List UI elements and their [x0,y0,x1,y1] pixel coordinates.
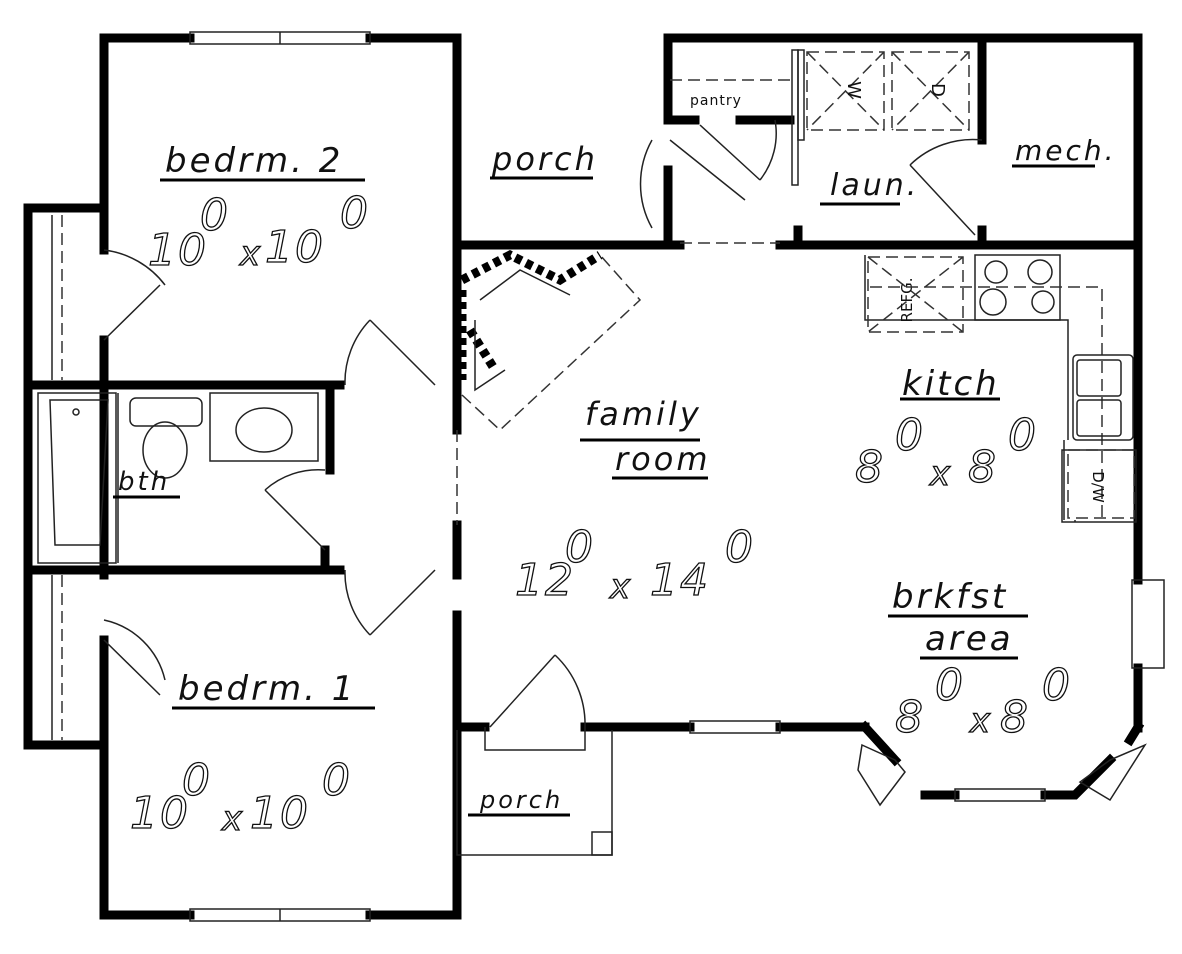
room-label: bth [118,467,170,497]
room-porch-top: porch [490,140,598,180]
porch-bottom-outline [456,730,613,856]
dim-a: 8 [855,442,885,493]
washer-dryer: W D [806,51,970,131]
room-label: bedrm. 2 [165,141,343,181]
dim-a: 12 [515,555,575,606]
room-kitchen: kitch 8 0 x 8 0 [854,364,1038,495]
room-label-line2: area [925,619,1014,659]
room-family: family room 12 0 x 14 0 [514,395,755,608]
dim-x: x [969,701,992,741]
room-label: bedrm. 1 [178,669,356,709]
dim-a: 10 [130,788,190,839]
dim-b: 10 [250,788,310,839]
room-breakfast-area: brkfst area 8 0 x 8 0 [888,577,1072,744]
kitchen-fixtures: REFG. D/W [864,254,1137,523]
walls [23,33,1145,920]
dryer-label: D [927,83,948,97]
dim-x: x [221,799,244,839]
dim-a: 10 [148,225,208,276]
windows [51,31,1165,922]
room-label: mech. [1015,134,1117,167]
dim-a-sup: 0 [565,522,595,573]
bath-fixtures [37,392,319,564]
fridge-label: REFG. [898,278,916,323]
dim-x: x [239,234,262,274]
dim-a-sup: 0 [200,190,230,241]
dim-a-sup: 0 [895,410,925,461]
dim-b: 8 [968,442,998,493]
room-bedroom-1: bedrm. 1 10 0 x 10 0 [129,669,375,840]
dim-b-sup: 0 [1042,660,1072,711]
dim-a-sup: 0 [182,755,212,806]
room-mech: mech. [1012,134,1117,168]
room-label: porch [479,786,563,814]
dim-b: 14 [650,555,710,606]
room-label-line1: family [585,395,702,433]
room-porch-bottom: porch [468,786,570,817]
room-laundry: laun. [820,168,919,206]
room-label: laun. [830,168,919,203]
dim-b: 8 [1000,692,1030,743]
dim-a: 8 [895,692,925,743]
dim-b-sup: 0 [1008,410,1038,461]
dim-b-sup: 0 [322,755,352,806]
room-bedroom-2: bedrm. 2 10 0 x 10 0 [147,141,370,277]
doors [103,49,983,751]
dim-a-sup: 0 [935,660,965,711]
dim-b-sup: 0 [725,522,755,573]
pantry-label: pantry [690,93,742,109]
dim-x: x [929,454,952,494]
room-bath: bth [113,467,180,499]
fireplace [457,249,642,432]
room-label-line1: brkfst [892,577,1008,617]
room-label-line2: room [615,440,710,478]
dishwasher-label: D/W [1089,471,1107,503]
dim-b: 10 [265,222,325,273]
washer-label: W [843,81,864,99]
room-label: porch [491,140,598,178]
dim-b-sup: 0 [340,188,370,239]
room-label: kitch [902,364,1000,404]
dim-x: x [609,567,632,607]
